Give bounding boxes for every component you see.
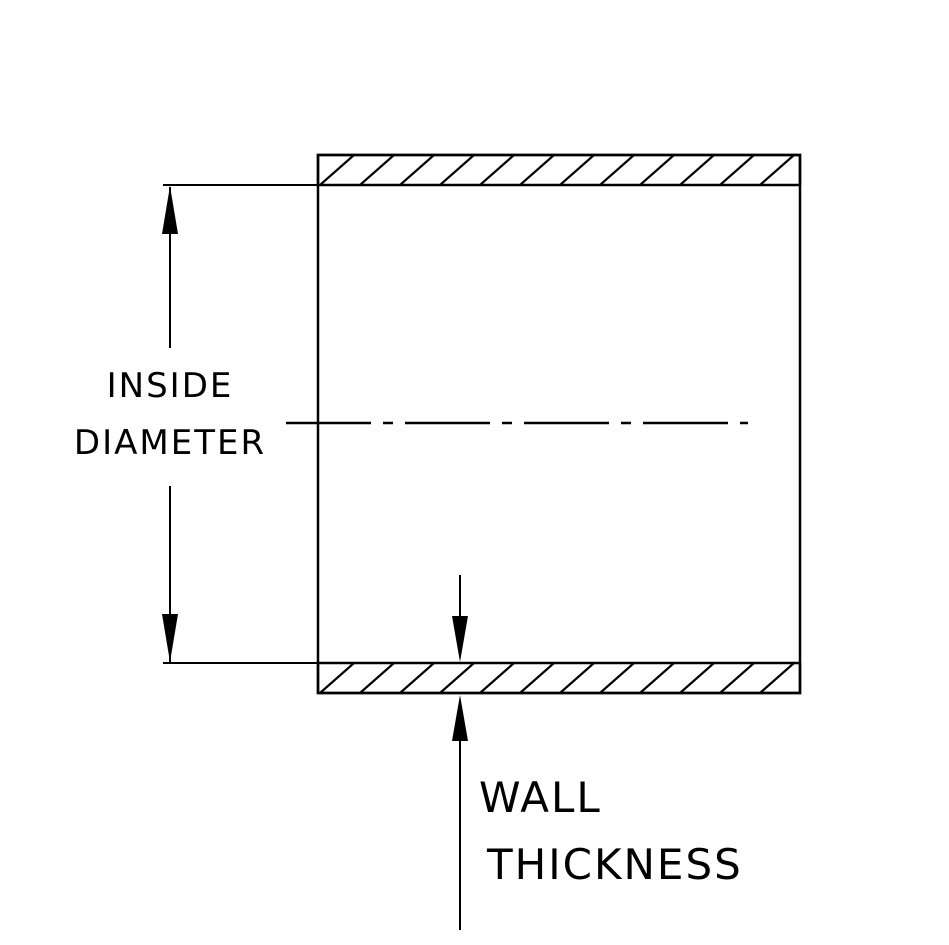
inside-diameter-label-line1: INSIDE [107,366,234,406]
inside-diameter-dimension: INSIDE DIAMETER [74,184,318,664]
wall-thickness-label-line1: WALL [479,773,602,822]
wall-thickness-label-line2: THICKNESS [486,840,743,889]
tube-body [286,153,802,695]
down-arrowhead-icon [162,614,178,662]
up-arrowhead-icon [452,695,468,741]
down-arrowhead-icon [452,616,468,662]
inside-diameter-label-line2: DIAMETER [74,423,266,463]
wall-thickness-dimension: WALL THICKNESS [452,575,743,930]
bottom-wall-hatch [316,661,802,695]
top-wall-hatch [316,153,802,187]
up-arrowhead-icon [162,186,178,234]
